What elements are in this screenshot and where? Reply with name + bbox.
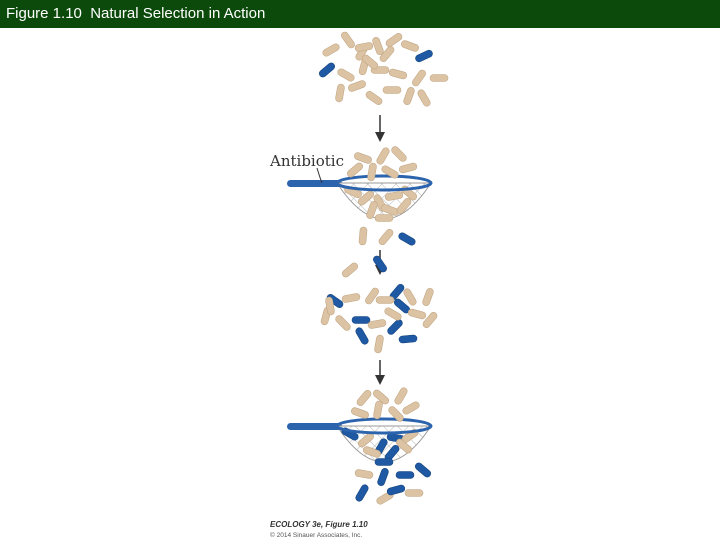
susceptible-bacterium xyxy=(374,334,384,354)
susceptible-bacterium xyxy=(396,197,412,215)
susceptible-bacterium xyxy=(391,146,407,162)
susceptible-bacterium xyxy=(384,307,402,321)
susceptible-bacterium xyxy=(354,152,372,164)
resistant-bacterium xyxy=(386,484,406,496)
susceptible-bacterium xyxy=(401,40,419,52)
susceptible-bacterium xyxy=(351,407,369,419)
susceptible-bacterium xyxy=(373,400,383,420)
resistant-bacterium xyxy=(374,458,394,466)
strainer-handle xyxy=(287,423,342,430)
copyright-notice: © 2014 Sinauer Associates, Inc. xyxy=(270,531,362,539)
susceptible-bacterium xyxy=(382,86,402,94)
susceptible-bacterium xyxy=(403,288,417,306)
susceptible-bacterium xyxy=(378,228,394,246)
susceptible-bacterium xyxy=(367,162,377,182)
susceptible-bacterium xyxy=(407,308,427,320)
down-arrow-1 xyxy=(375,115,385,142)
susceptible-bacterium xyxy=(361,54,379,70)
strainer-1 xyxy=(287,174,433,222)
susceptible-bacterium xyxy=(366,201,378,219)
susceptible-bacterium xyxy=(381,165,399,179)
resistant-bacterium xyxy=(373,255,387,273)
susceptible-bacterium xyxy=(341,31,355,49)
susceptible-bacterium xyxy=(337,68,355,82)
susceptible-bacterium xyxy=(395,438,413,454)
resistant-bacterium xyxy=(355,484,369,502)
susceptible-bacterium xyxy=(412,69,426,87)
strainer-2 xyxy=(287,417,433,466)
initial-population xyxy=(318,31,449,107)
antibiotic-label: Antibiotic xyxy=(269,152,344,170)
page-title: Figure 1.10 Natural Selection in Action xyxy=(6,5,266,22)
susceptible-bacterium xyxy=(417,89,431,107)
susceptible-bacterium xyxy=(341,262,359,278)
susceptible-bacterium xyxy=(388,68,408,80)
susceptible-bacterium xyxy=(357,190,375,206)
susceptible-bacterium xyxy=(374,214,394,222)
susceptible-bacterium xyxy=(348,80,366,92)
bacteria-entering-strainer-1 xyxy=(346,146,418,182)
survivors-1 xyxy=(358,226,416,246)
susceptible-bacterium xyxy=(379,45,395,63)
strainer-handle xyxy=(287,180,342,187)
susceptible-bacterium xyxy=(429,74,449,82)
susceptible-bacterium xyxy=(363,446,381,458)
susceptible-bacterium xyxy=(376,147,390,165)
resistant-bacterium xyxy=(398,334,418,344)
susceptible-bacterium xyxy=(403,87,415,105)
susceptible-bacterium xyxy=(422,288,434,306)
strainer-rim xyxy=(335,174,433,192)
resistant-bacterium xyxy=(395,471,415,479)
susceptible-bacterium xyxy=(404,489,424,497)
susceptible-bacterium xyxy=(341,293,361,303)
natural-selection-diagram: Antibiotic ECOLOGY 3e, Figure 1.10 © 201… xyxy=(269,31,449,539)
regrown-population xyxy=(320,255,438,354)
resistant-bacterium xyxy=(355,327,369,345)
title-bar: Figure 1.10 Natural Selection in Action xyxy=(0,0,720,28)
figure-credit: ECOLOGY 3e, Figure 1.10 xyxy=(270,520,368,529)
susceptible-bacterium xyxy=(346,162,364,178)
susceptible-bacterium xyxy=(398,162,418,174)
susceptible-bacterium xyxy=(372,37,384,55)
susceptible-bacterium xyxy=(372,389,390,405)
susceptible-bacterium xyxy=(322,43,340,57)
resistant-bacterium xyxy=(387,319,403,335)
susceptible-bacterium xyxy=(388,406,404,422)
resistant-bacterium xyxy=(398,232,416,246)
susceptible-bacterium xyxy=(394,387,408,405)
resistant-bacterium xyxy=(377,468,389,486)
susceptible-bacterium xyxy=(375,296,395,304)
susceptible-bacterium xyxy=(365,287,379,305)
susceptible-bacterium xyxy=(365,91,383,105)
susceptible-bacterium xyxy=(385,33,403,47)
susceptible-bacterium xyxy=(358,226,368,246)
strainer-rim xyxy=(335,417,433,435)
resistant-bacterium xyxy=(414,462,432,478)
survivors-2 xyxy=(354,462,432,505)
susceptible-bacterium xyxy=(402,401,420,415)
susceptible-bacterium xyxy=(367,319,387,329)
susceptible-bacterium xyxy=(335,315,351,331)
antibiotic-pointer-line xyxy=(316,167,323,184)
resistant-bacterium xyxy=(415,49,433,63)
bacteria-entering-strainer-2 xyxy=(351,387,420,422)
susceptible-bacterium xyxy=(354,469,374,479)
susceptible-bacterium xyxy=(335,83,345,103)
susceptible-bacterium xyxy=(422,311,438,329)
resistant-bacterium xyxy=(351,316,371,324)
resistant-bacterium xyxy=(318,62,336,78)
down-arrow-3 xyxy=(375,360,385,385)
susceptible-bacterium xyxy=(354,42,374,52)
susceptible-bacterium xyxy=(356,389,372,407)
